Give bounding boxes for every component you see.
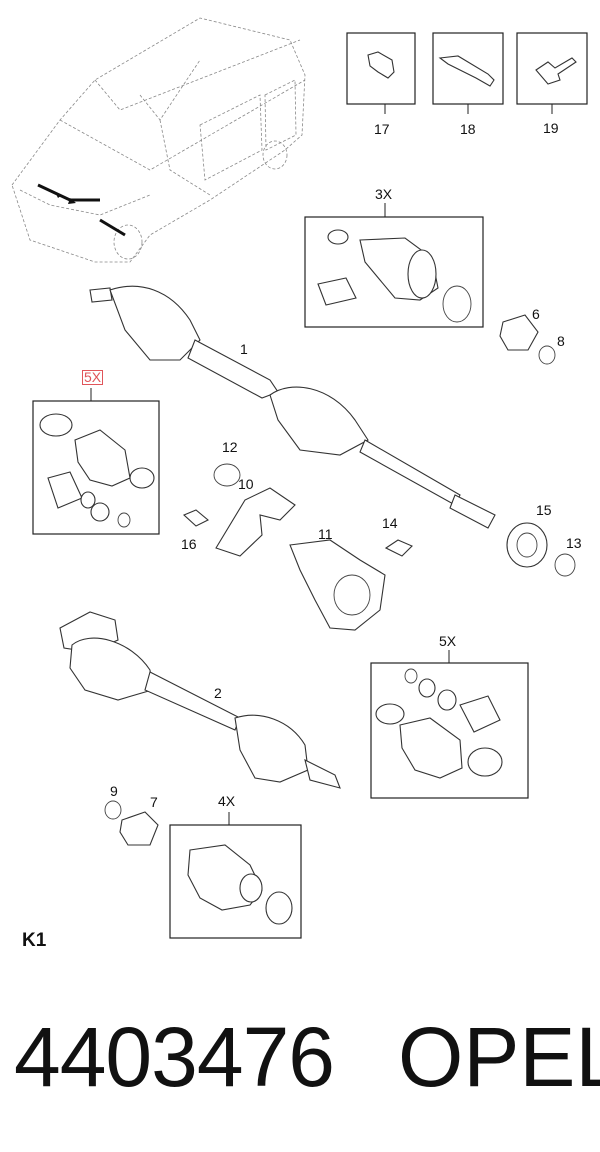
label-1: 1 <box>240 341 248 357</box>
boot-kit-5x-left-box <box>32 400 160 535</box>
label-5x-highlighted: 5X <box>82 369 104 385</box>
label-4x: 4X <box>218 793 236 809</box>
part-17-box <box>346 32 416 105</box>
parts-diagram <box>11 17 588 939</box>
label-7: 7 <box>150 794 158 810</box>
label-17: 17 <box>374 121 390 137</box>
brand-name: OPEL <box>398 1010 600 1104</box>
label-13: 13 <box>566 535 582 551</box>
label-9: 9 <box>110 783 118 799</box>
label-14: 14 <box>382 515 398 531</box>
label-3x: 3X <box>375 186 393 202</box>
label-2: 2 <box>214 685 222 701</box>
drive-shaft-1 <box>89 285 496 529</box>
page-code: K1 <box>22 930 47 951</box>
label-6: 6 <box>532 306 540 322</box>
boot-kit-5x-right-box <box>370 662 529 799</box>
label-12: 12 <box>222 439 238 455</box>
label-10: 10 <box>238 476 254 492</box>
label-8: 8 <box>557 333 565 349</box>
label-11: 11 <box>318 526 333 542</box>
label-5x-right: 5X <box>439 633 457 649</box>
drive-shaft-2 <box>59 611 341 789</box>
label-19: 19 <box>543 120 559 136</box>
label-15: 15 <box>536 502 552 518</box>
label-16: 16 <box>181 536 197 552</box>
part-number: 4403476 <box>14 1010 335 1104</box>
van-illustration <box>11 17 306 263</box>
label-18: 18 <box>460 121 476 137</box>
boot-kit-3x-box <box>304 216 484 328</box>
boot-kit-4x-box <box>169 824 302 939</box>
